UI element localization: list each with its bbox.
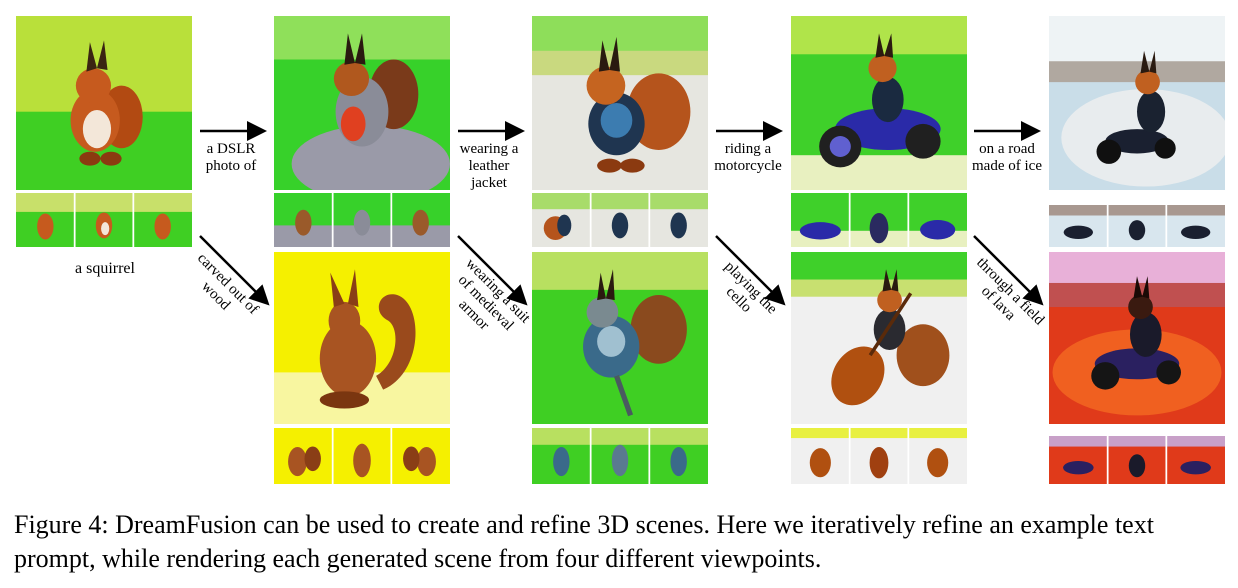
arrow-diag-4	[973, 235, 1044, 306]
squirrel-base-image	[16, 16, 192, 190]
base-label: a squirrel	[75, 260, 135, 277]
leather-jacket-squirrel-views	[532, 193, 708, 247]
leather-jacket-squirrel-image	[532, 16, 708, 190]
motorcycle-squirrel-image	[791, 16, 967, 190]
top-prompt-2: wearing a leather jacket	[459, 141, 519, 191]
figure-caption: Figure 4: DreamFusion can be used to cre…	[14, 510, 1154, 573]
lava-squirrel-views	[1049, 436, 1225, 484]
motorcycle-squirrel-views	[791, 193, 967, 247]
squirrel-base-views	[16, 193, 192, 247]
wood-squirrel-views	[274, 428, 450, 484]
arrows-layer	[199, 121, 1044, 306]
armor-squirrel-image	[532, 252, 708, 424]
wood-squirrel-image	[274, 252, 450, 424]
arrow-diag-2	[457, 235, 528, 306]
top-prompt-1: a DSLR photo of	[205, 141, 257, 174]
ice-road-squirrel-image	[1049, 16, 1225, 190]
top-prompt-3: riding a motorcycle	[714, 141, 782, 174]
cello-squirrel-image	[791, 252, 967, 424]
top-prompt-4: on a road made of ice	[972, 141, 1042, 174]
arrow-diag-1	[199, 235, 270, 306]
dslr-squirrel-image	[274, 16, 450, 190]
dslr-squirrel-views	[274, 193, 450, 247]
arrow-diag-3	[715, 235, 786, 306]
figure-4: a squirrel a DSLR photo of wearing a lea…	[16, 16, 1225, 484]
lava-squirrel-image	[1049, 252, 1225, 424]
cello-squirrel-views	[791, 428, 967, 484]
ice-road-squirrel-views	[1049, 205, 1225, 247]
armor-squirrel-views	[532, 428, 708, 484]
